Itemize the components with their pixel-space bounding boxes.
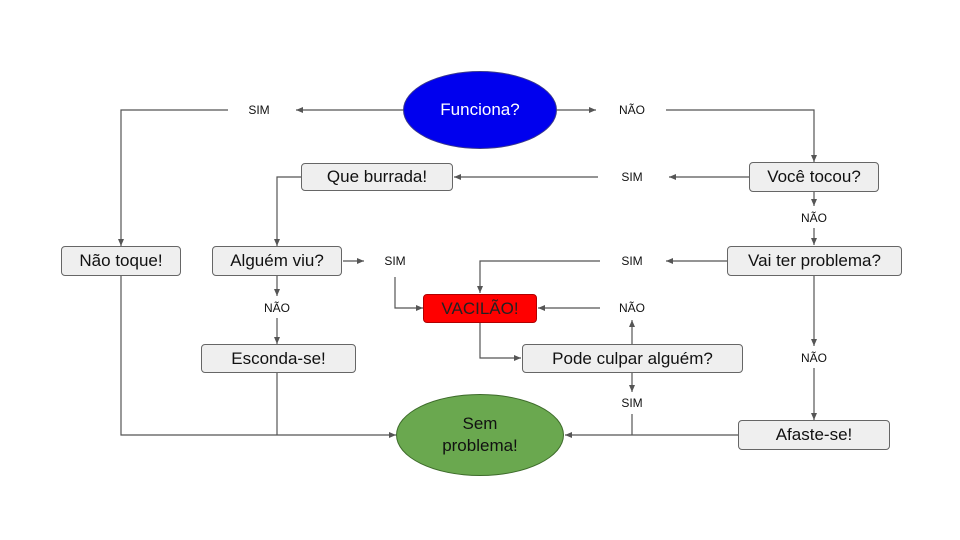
node-esconda-se: Esconda-se! (201, 344, 356, 373)
node-que-burrada: Que burrada! (301, 163, 453, 191)
node-alguem-viu: Alguém viu? (212, 246, 342, 276)
edge-sim-nao-toque (118, 109, 228, 246)
label-problema-nao: NÃO (798, 351, 830, 365)
edge-burrada-alguem-viu (274, 176, 301, 246)
edge-nao-toque-sem-problema (120, 276, 396, 438)
edge-sim-vacilao (394, 277, 423, 311)
label-viu-sim: SIM (382, 254, 408, 268)
label-culpar-sim: SIM (619, 396, 645, 410)
label-funciona-nao: NÃO (616, 103, 648, 117)
node-pode-culpar: Pode culpar alguém? (522, 344, 743, 373)
edge-vacilao-pode-culpar (479, 323, 521, 361)
edge-sim-vacilao-top (477, 260, 600, 293)
node-vacilao: VACILÃO! (423, 294, 537, 323)
label-culpar-nao: NÃO (616, 301, 648, 315)
node-afaste-se: Afaste-se! (738, 420, 890, 450)
label-funciona-sim: SIM (246, 103, 272, 117)
node-vai-ter-problema: Vai ter problema? (727, 246, 902, 276)
label-tocou-nao: NÃO (798, 211, 830, 225)
node-voce-tocou: Você tocou? (749, 162, 879, 192)
node-funciona: Funciona? (403, 71, 557, 149)
label-viu-nao: NÃO (261, 301, 293, 315)
edge-nao-voce-tocou (666, 109, 817, 162)
node-sem-problema: Sem problema! (396, 394, 564, 476)
node-nao-toque: Não toque! (61, 246, 181, 276)
label-problema-sim: SIM (619, 254, 645, 268)
label-tocou-sim: SIM (619, 170, 645, 184)
